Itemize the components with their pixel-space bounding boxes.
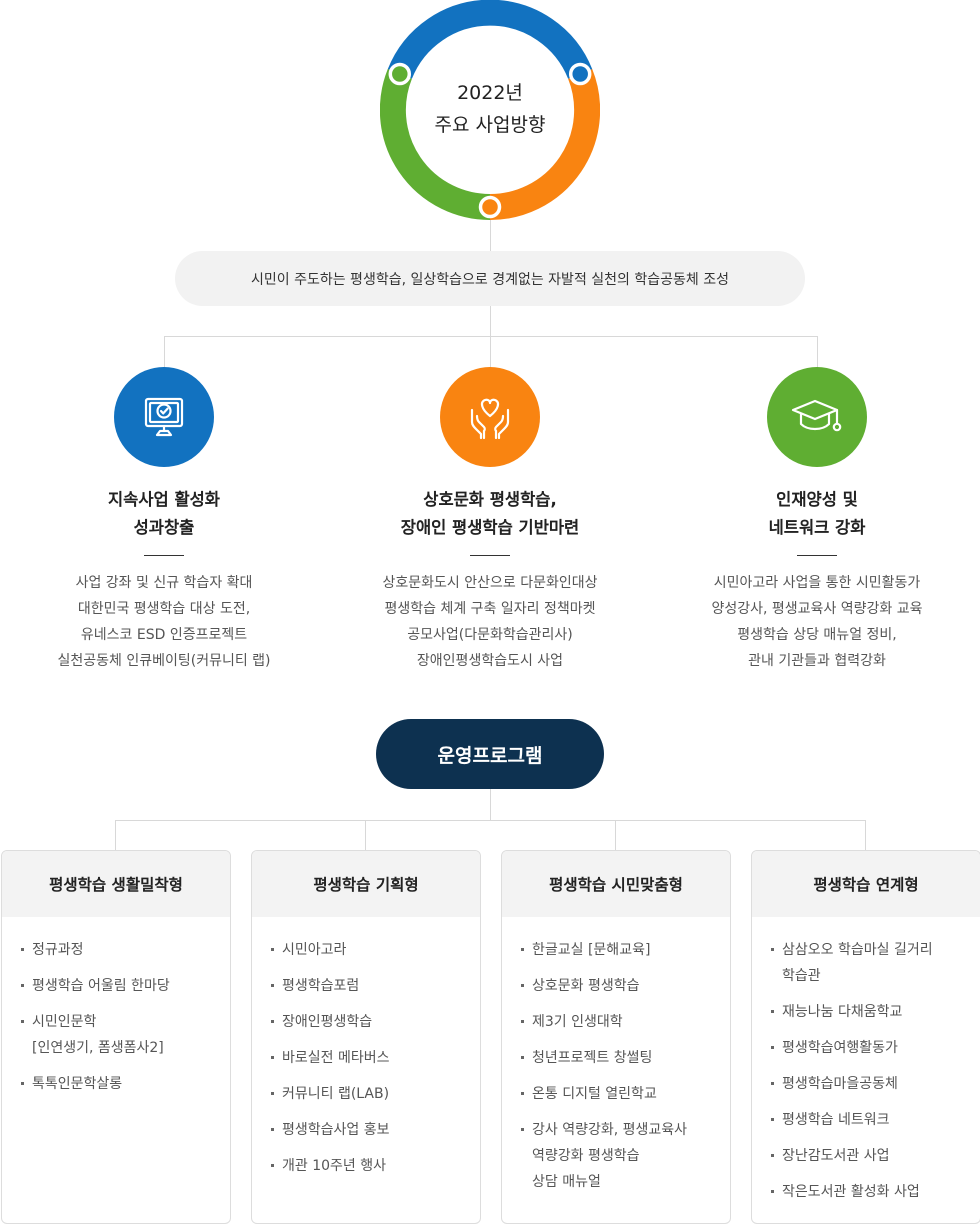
- connector-card-2: [365, 820, 366, 850]
- list-item: 평생학습사업 홍보: [271, 1117, 466, 1143]
- ring-arc-blue: [387, 0, 593, 80]
- connector-program-horizontal: [115, 820, 866, 821]
- direction-circle-1: [114, 367, 214, 467]
- connector-card-3: [615, 820, 616, 850]
- connector-branch-left: [164, 336, 165, 368]
- direction-title-1-line-2: 성과창출: [133, 518, 195, 537]
- direction-desc-1-line-3: 유네스코 ESD 인증프로젝트: [80, 627, 248, 643]
- program-card-2: 평생학습 기획형 시민아고라 평생학습포럼 장애인평생학습 바로실전 메타버스 …: [251, 850, 481, 1224]
- ring-dot-green: [388, 62, 412, 86]
- direction-desc-2-line-2: 평생학습 체계 구축 일자리 정책마켓: [384, 601, 596, 617]
- monitor-check-icon: [144, 397, 184, 437]
- list-item: 장애인평생학습: [271, 1009, 466, 1035]
- list-item: 장난감도서관 사업: [771, 1143, 966, 1169]
- program-label: 운영프로그램: [376, 719, 604, 789]
- hands-heart-icon: [470, 398, 510, 440]
- direction-desc-3-line-1: 시민아고라 사업을 통한 시민활동가: [713, 575, 921, 591]
- list-item: 시민아고라: [271, 937, 466, 963]
- direction-circle-2: [440, 367, 540, 467]
- vision-statement: 시민이 주도하는 평생학습, 일상학습으로 경계없는 자발적 실천의 학습공동체…: [175, 251, 805, 306]
- direction-desc-3-line-4: 관내 기관들과 협력강화: [748, 653, 886, 669]
- list-item: 상호문화 평생학습: [521, 973, 716, 999]
- direction-title-3-line-1: 인재양성 및: [776, 490, 858, 509]
- list-item: 재능나눔 다채움학교: [771, 999, 966, 1025]
- ring-dot-blue: [568, 62, 592, 86]
- direction-desc-2: 상호문화도시 안산으로 다문화인대상 평생학습 체계 구축 일자리 정책마켓 공…: [340, 570, 640, 674]
- direction-desc-3: 시민아고라 사업을 통한 시민활동가 양성강사, 평생교육사 역량강화 교육 평…: [667, 570, 967, 674]
- graduation-cap-icon: [791, 399, 842, 432]
- ring-title: 주요 사업방향: [434, 114, 546, 136]
- list-item: 평생학습마을공동체: [771, 1071, 966, 1097]
- direction-desc-1-line-1: 사업 강좌 및 신규 학습자 확대: [75, 575, 253, 591]
- direction-title-2: 상호문화 평생학습, 장애인 평생학습 기반마련: [340, 486, 640, 542]
- direction-ring: [380, 0, 600, 220]
- direction-divider-1: [144, 555, 184, 556]
- list-item: 시민인문학[인연생기, 폼생폼사2]: [21, 1009, 216, 1061]
- direction-desc-1: 사업 강좌 및 신규 학습자 확대 대한민국 평생학습 대상 도전, 유네스코 …: [14, 570, 314, 674]
- direction-desc-2-line-3: 공모사업(다문화학습관리사): [407, 627, 573, 643]
- list-item: 한글교실 [문해교육]: [521, 937, 716, 963]
- connector-vision-branch: [490, 306, 491, 368]
- direction-desc-1-line-2: 대한민국 평생학습 대상 도전,: [77, 601, 251, 617]
- program-list: 정규과정 평생학습 어울림 한마당 시민인문학[인연생기, 폼생폼사2] 톡톡인…: [2, 917, 230, 1097]
- direction-title-3-line-2: 네트워크 강화: [768, 518, 866, 537]
- list-item: 평생학습 어울림 한마당: [21, 973, 216, 999]
- direction-circle-3: [767, 367, 867, 467]
- program-card-title: 평생학습 생활밀착형: [2, 851, 230, 917]
- list-item: 톡톡인문학살롱: [21, 1071, 216, 1097]
- direction-title-3: 인재양성 및 네트워크 강화: [667, 486, 967, 542]
- direction-desc-3-line-3: 평생학습 상당 매뉴얼 정비,: [737, 627, 897, 643]
- ring-arc-green: [380, 69, 491, 220]
- list-item: 평생학습여행활동가: [771, 1035, 966, 1061]
- ring-dot-orange: [478, 195, 502, 219]
- program-card-3: 평생학습 시민맞춤형 한글교실 [문해교육] 상호문화 평생학습 제3기 인생대…: [501, 850, 731, 1224]
- list-item: 평생학습 네트워크: [771, 1107, 966, 1133]
- direction-title-2-line-2: 장애인 평생학습 기반마련: [400, 518, 580, 537]
- connector-program-down: [490, 789, 491, 820]
- program-list: 한글교실 [문해교육] 상호문화 평생학습 제3기 인생대학 청년프로젝트 창썰…: [502, 917, 730, 1195]
- program-card-1: 평생학습 생활밀착형 정규과정 평생학습 어울림 한마당 시민인문학[인연생기,…: [1, 850, 231, 1224]
- direction-desc-2-line-1: 상호문화도시 안산으로 다문화인대상: [382, 575, 598, 591]
- list-item: 정규과정: [21, 937, 216, 963]
- list-item: 작은도서관 활성화 사업: [771, 1179, 966, 1205]
- direction-divider-3: [797, 555, 837, 556]
- connector-ring-vision: [490, 218, 491, 251]
- direction-desc-1-line-4: 실천공동체 인큐베이팅(커뮤니티 랩): [57, 653, 271, 669]
- list-item: 제3기 인생대학: [521, 1009, 716, 1035]
- direction-desc-3-line-2: 양성강사, 평생교육사 역량강화 교육: [711, 601, 923, 617]
- list-item: 온통 디지털 열린학교: [521, 1081, 716, 1107]
- direction-desc-2-line-4: 장애인평생학습도시 사업: [416, 653, 564, 669]
- list-item: 개관 10주년 행사: [271, 1153, 466, 1179]
- list-item: 바로실전 메타버스: [271, 1045, 466, 1071]
- list-item: 평생학습포럼: [271, 973, 466, 999]
- direction-title-2-line-1: 상호문화 평생학습,: [423, 490, 557, 509]
- program-card-title: 평생학습 연계형: [752, 851, 980, 917]
- program-list: 시민아고라 평생학습포럼 장애인평생학습 바로실전 메타버스 커뮤니티 랩(LA…: [252, 917, 480, 1179]
- list-item: 커뮤니티 랩(LAB): [271, 1081, 466, 1107]
- direction-title-1-line-1: 지속사업 활성화: [107, 490, 220, 509]
- ring-arc-orange: [489, 69, 600, 220]
- list-item: 청년프로젝트 창썰팅: [521, 1045, 716, 1071]
- program-card-title: 평생학습 기획형: [252, 851, 480, 917]
- direction-divider-2: [470, 555, 510, 556]
- connector-card-1: [115, 820, 116, 850]
- program-card-title: 평생학습 시민맞춤형: [502, 851, 730, 917]
- direction-title-1: 지속사업 활성화 성과창출: [14, 486, 314, 542]
- connector-branch-right: [817, 336, 818, 368]
- connector-card-4: [865, 820, 866, 850]
- ring-year: 2022년: [457, 82, 523, 104]
- connector-branch-horizontal: [164, 336, 818, 337]
